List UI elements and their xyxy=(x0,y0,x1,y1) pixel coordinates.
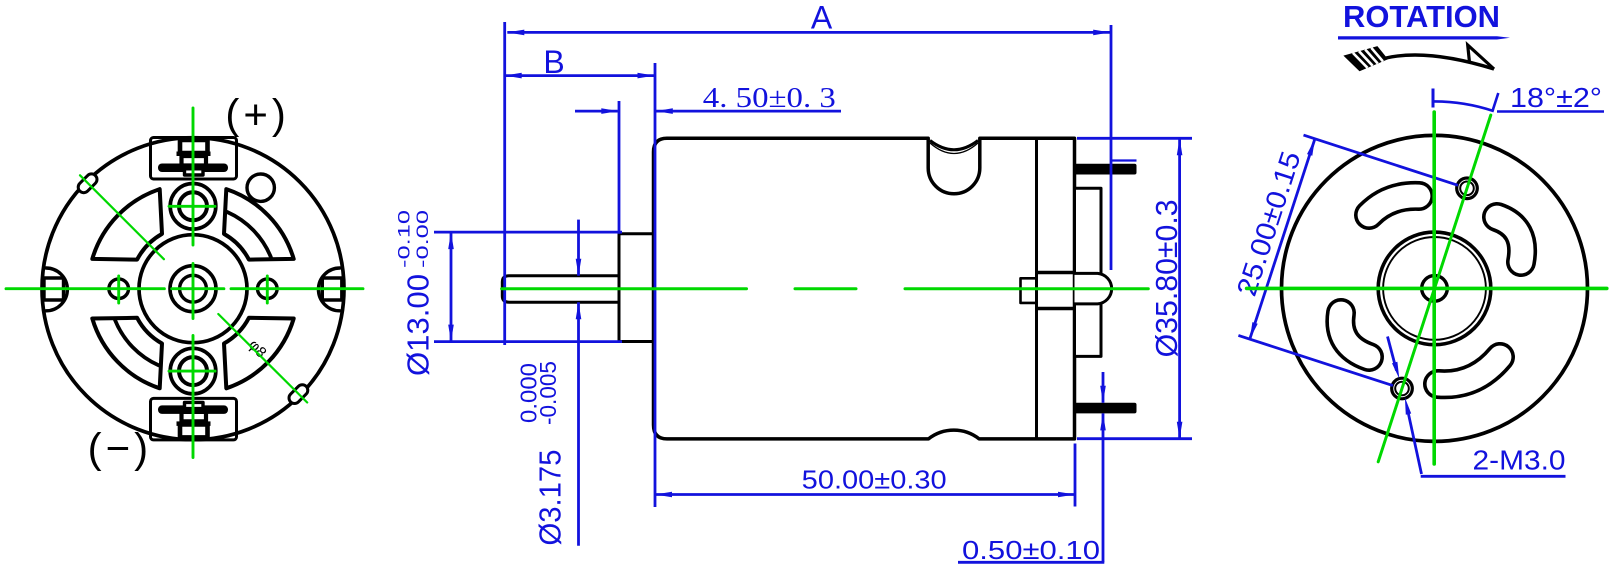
svg-text:-0.10: -0.10 xyxy=(394,210,413,268)
svg-text:2-M3.0: 2-M3.0 xyxy=(1473,444,1566,475)
svg-text:50.00±0.30: 50.00±0.30 xyxy=(802,465,947,495)
svg-text:B: B xyxy=(543,44,564,80)
svg-text:(+): (+) xyxy=(225,91,290,138)
svg-text:A: A xyxy=(811,0,833,36)
svg-text:Ø3.175: Ø3.175 xyxy=(532,450,567,546)
svg-text:0.50±0.10: 0.50±0.10 xyxy=(962,535,1100,565)
svg-text:Ø35.80±0.3: Ø35.80±0.3 xyxy=(1149,199,1184,357)
svg-text:Ø13.00: Ø13.00 xyxy=(401,274,436,376)
svg-text:-0.00: -0.00 xyxy=(413,210,432,268)
svg-text:-0.005: -0.005 xyxy=(535,361,561,425)
svg-text:ROTATION: ROTATION xyxy=(1343,0,1500,34)
svg-text:4. 50±0. 3: 4. 50±0. 3 xyxy=(703,82,836,114)
svg-text:18°±2°: 18°±2° xyxy=(1510,82,1602,113)
svg-text:(−): (−) xyxy=(88,425,153,472)
svg-text:0.000: 0.000 xyxy=(515,363,541,423)
